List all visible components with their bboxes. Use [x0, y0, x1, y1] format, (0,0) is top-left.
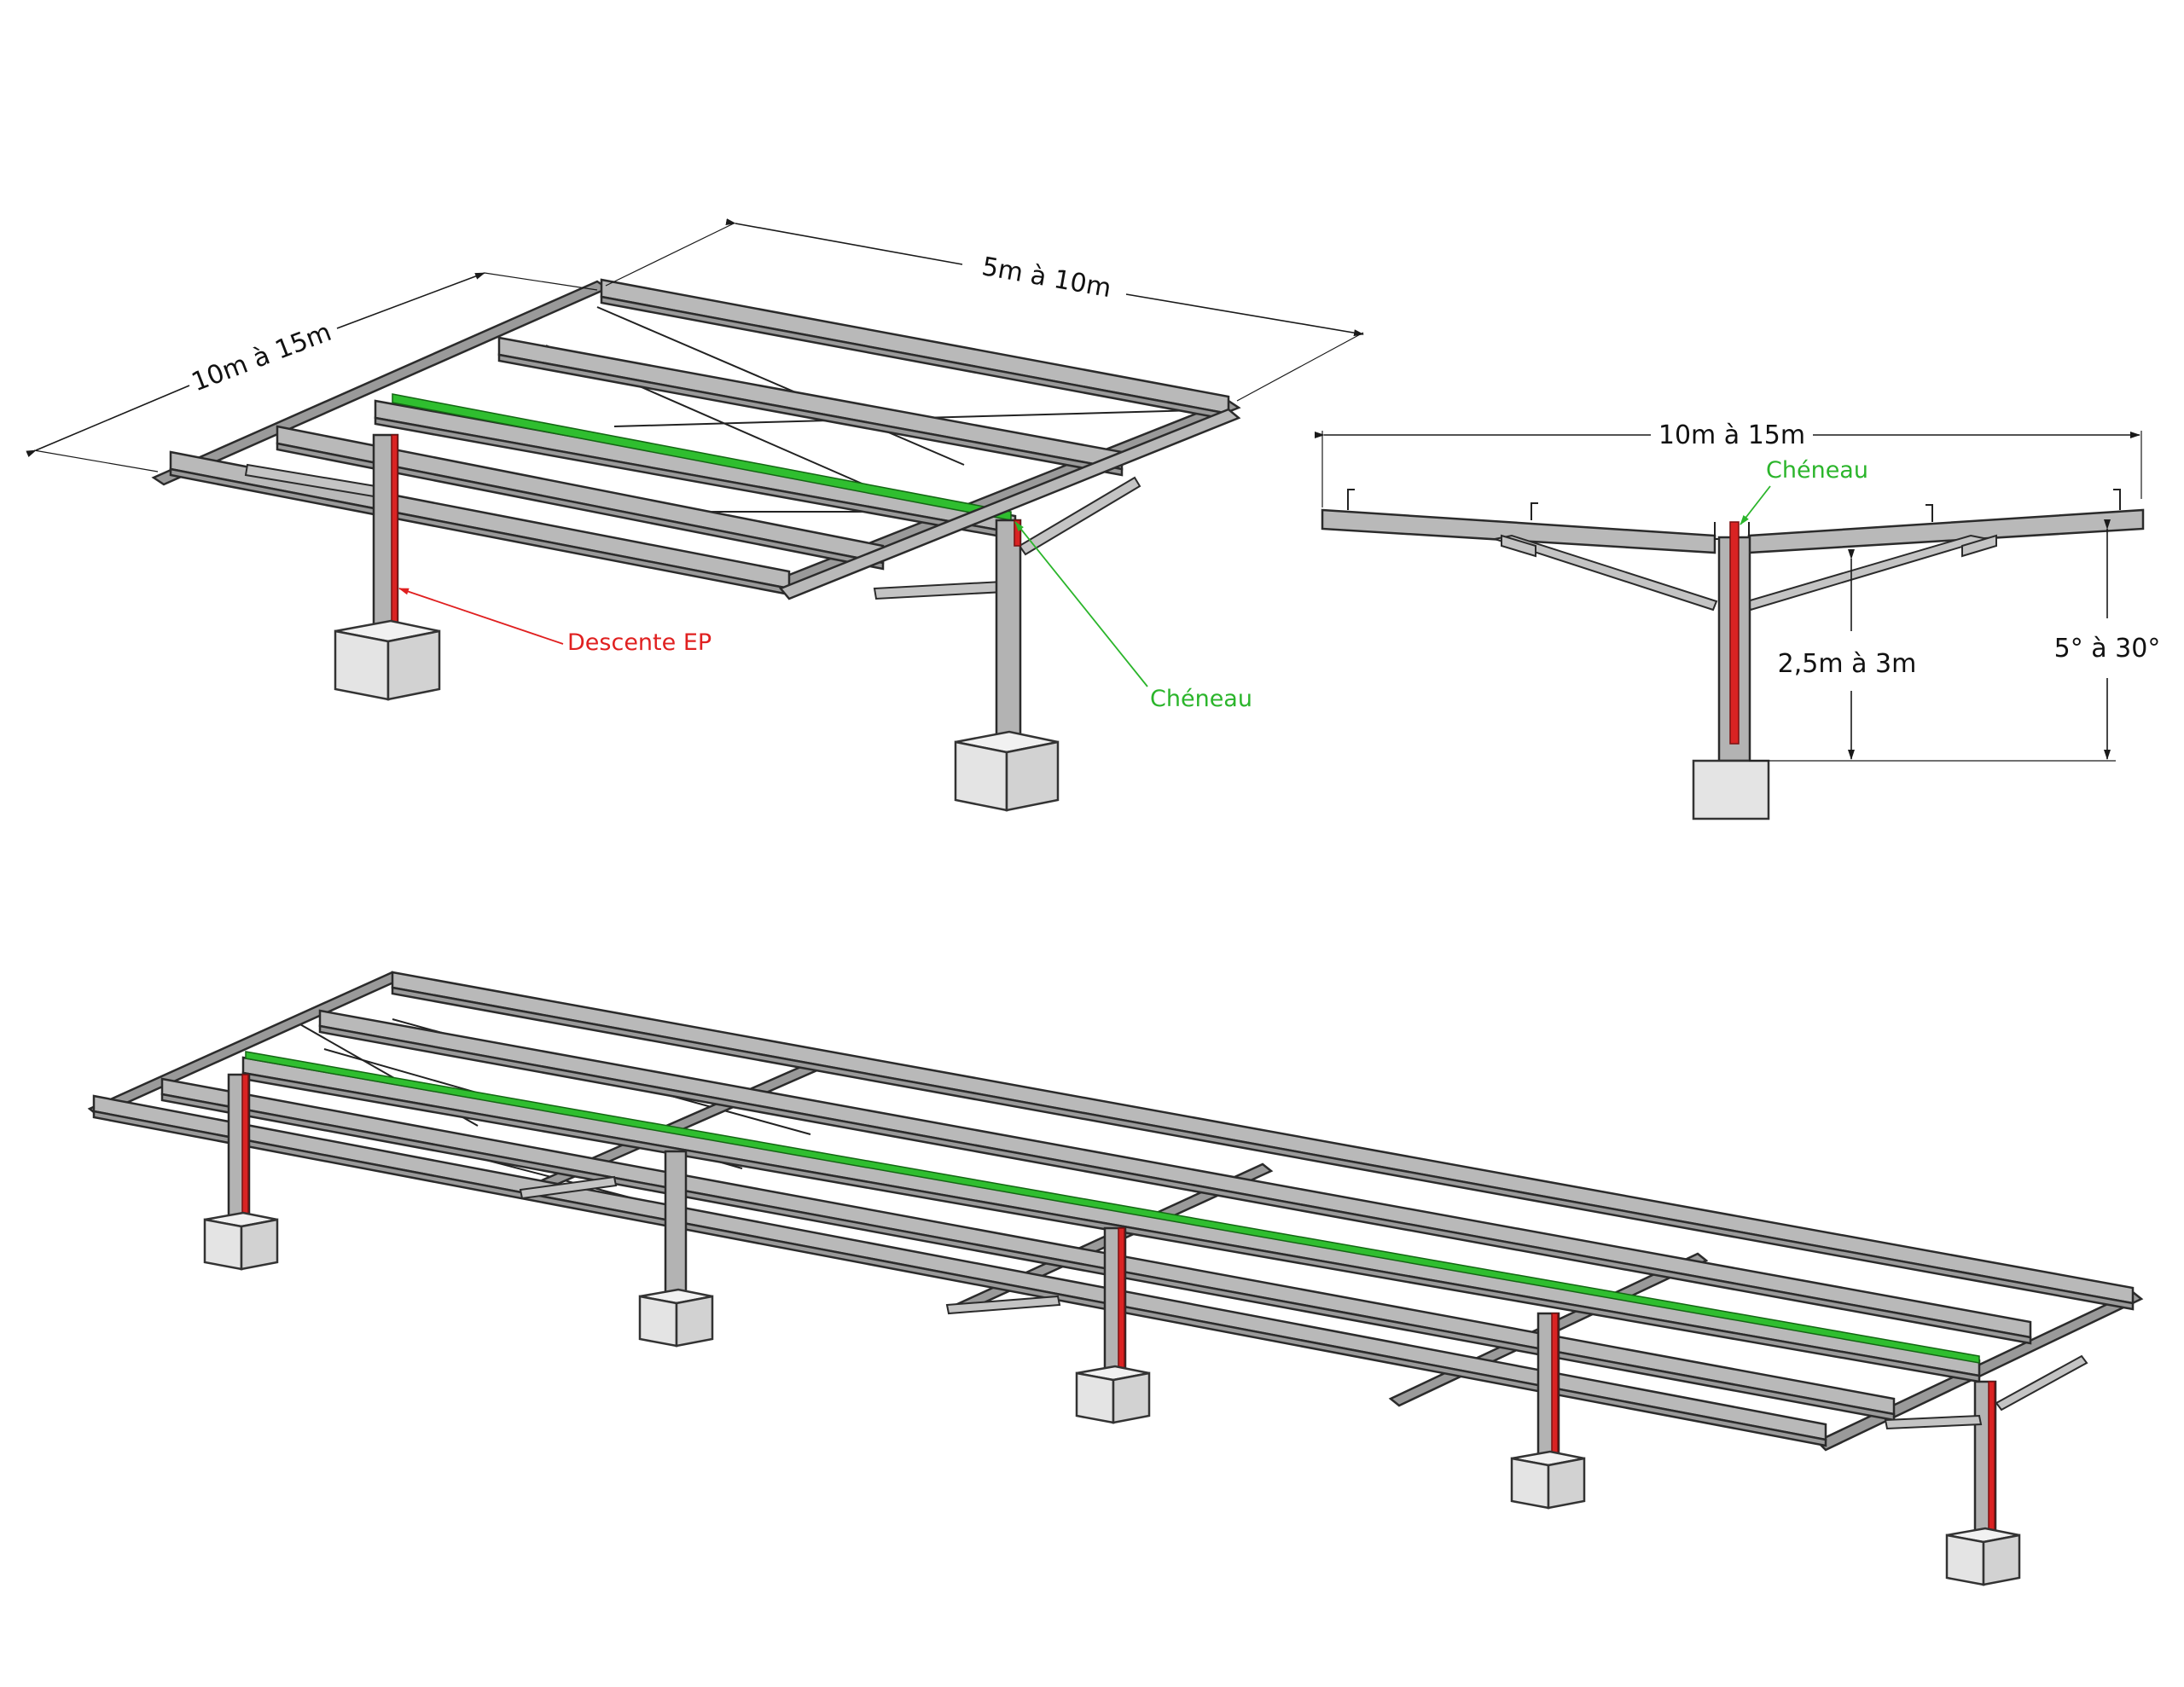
multi-footing-4	[1510, 1450, 1586, 1510]
section-footing	[1692, 759, 1770, 820]
callout-downpipe-label: Descente EP	[567, 629, 712, 656]
dimension-span-label: 10m à 15m	[1658, 420, 1805, 450]
dimension-width-label: 5m à 10m	[979, 252, 1113, 304]
footing-right	[954, 730, 1060, 812]
multi-purlins	[92, 971, 2135, 1447]
multi-post-4	[1536, 1312, 1560, 1460]
callout-gutter-label: Chéneau	[1150, 686, 1252, 712]
dimension-height-label: 2,5m à 3m	[1778, 649, 1917, 679]
dimension-length-label: 10m à 15m	[188, 317, 335, 397]
downpipe-right	[1014, 519, 1021, 547]
dimension-angle-label: 5° à 30°	[2054, 634, 2161, 664]
multi-post-5	[1973, 1380, 1997, 1537]
multi-footing-3	[1075, 1365, 1151, 1424]
post-right	[995, 519, 1022, 744]
section-gutter-label: Chéneau	[1766, 457, 1868, 484]
isometric-single-bay-view: 10m à 15m 5m à 10m Descente EP Chéneau	[26, 218, 1364, 812]
section-struts	[1491, 534, 1997, 612]
section-view: 10m à 15m	[1315, 420, 2161, 820]
multi-gutter	[245, 1051, 1980, 1364]
dimension-span: 10m à 15m	[1315, 420, 2142, 507]
section-post	[1717, 521, 1751, 762]
post-left	[372, 433, 399, 633]
end-rafter-front	[778, 408, 1241, 600]
multi-footing-5	[1945, 1527, 2021, 1586]
multi-post-3	[1103, 1226, 1127, 1375]
multi-footing-2	[638, 1288, 714, 1348]
purlins	[169, 278, 1230, 596]
downpipe-left	[391, 434, 398, 632]
multi-post-2	[664, 1150, 688, 1298]
section-downpipe	[1729, 521, 1740, 745]
footing-left	[334, 619, 441, 701]
multi-footings	[203, 1211, 2021, 1586]
multi-post-1	[227, 1073, 251, 1221]
dimension-height: 2,5m à 3m	[1749, 549, 2116, 762]
isometric-multi-bay-view	[87, 971, 2144, 1586]
section-callout-gutter: Chéneau	[1740, 457, 1868, 525]
callout-gutter: Chéneau	[1014, 521, 1252, 712]
multi-end-braces	[519, 1175, 2088, 1430]
braces	[244, 463, 1141, 600]
callout-downpipe: Descente EP	[398, 588, 712, 656]
dimension-angle: 5° à 30°	[2054, 519, 2161, 760]
multi-footing-1	[203, 1211, 279, 1271]
section-rafters	[1321, 489, 2145, 554]
